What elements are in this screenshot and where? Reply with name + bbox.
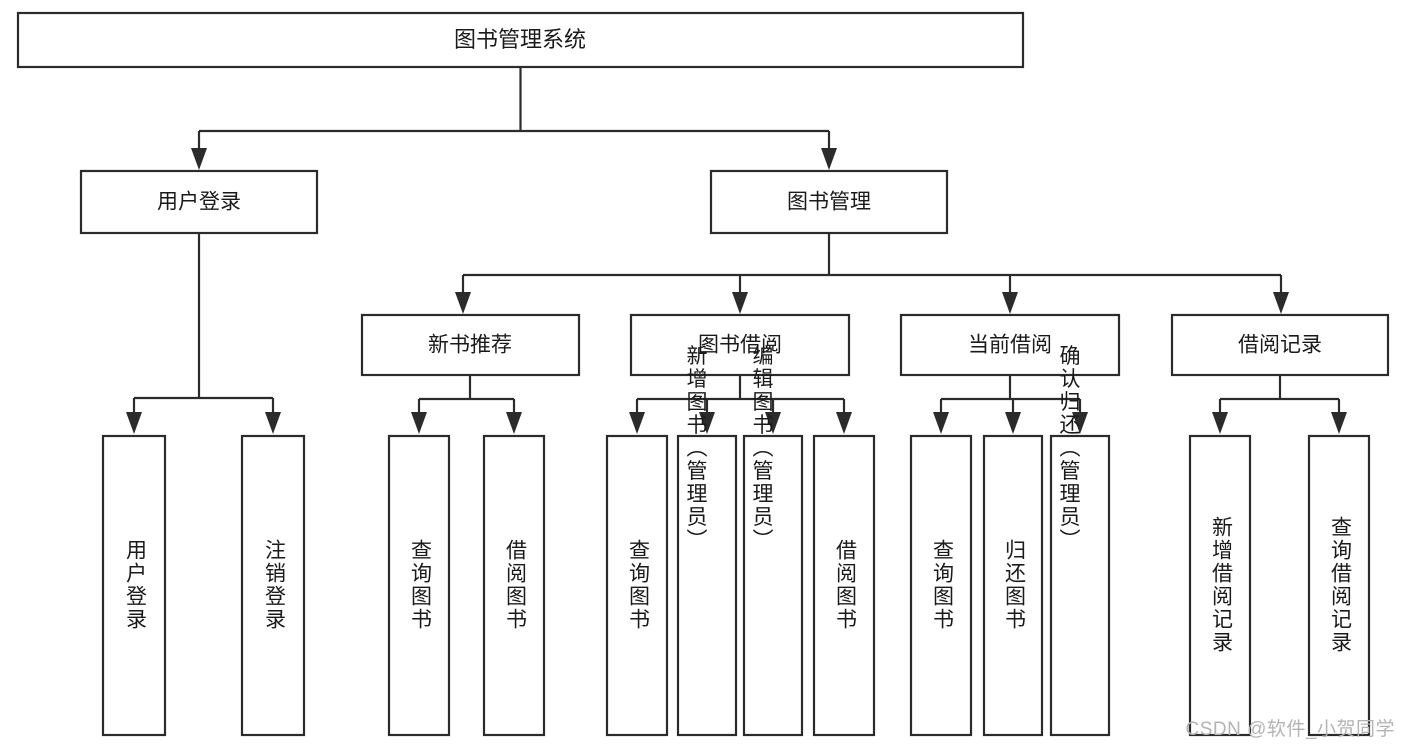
leaf-query-book-current-label: 查询图书 (930, 539, 954, 631)
node-user-login-box (79, 169, 319, 235)
leaf-borrow-book-label: 借阅图书 (833, 539, 857, 631)
arrow-root-to-user-login (191, 148, 207, 170)
node-book-management-label: 图书管理 (787, 191, 871, 214)
arrow-bookmgmt-to-newbook (455, 292, 471, 314)
node-current-borrow-box (899, 313, 1121, 377)
leaf-add-borrow-record[interactable]: 新增借阅记录 (1188, 434, 1252, 737)
node-book-management[interactable]: 图书管理 (709, 169, 949, 235)
arrow-current-to-leaf1 (933, 412, 949, 434)
leaf-user-login-label: 用户登录 (123, 539, 147, 631)
connector-group-root (191, 67, 837, 170)
leaf-add-book-admin[interactable]: 新增图书（管理员） (676, 345, 738, 737)
leaf-add-book-admin-label: 新增图书（管理员） (684, 345, 708, 552)
leaf-borrow-book-newbook-box (482, 434, 546, 737)
leaf-logout-box (240, 434, 306, 737)
leaf-return-book-box (982, 434, 1044, 737)
leaf-edit-book-admin-box (742, 434, 804, 737)
node-user-login[interactable]: 用户登录 (79, 169, 319, 235)
leaf-confirm-return-admin-box (1049, 434, 1111, 737)
leaf-return-book-label: 归还图书 (1002, 539, 1026, 631)
arrow-borrow-to-leaf2 (699, 412, 715, 434)
node-new-book-recommend-box (360, 313, 581, 377)
node-borrow-records-box (1170, 313, 1390, 377)
leaf-user-login[interactable]: 用户登录 (101, 434, 167, 737)
node-book-borrow[interactable]: 图书借阅 (629, 313, 851, 377)
leaf-query-book-current-box (909, 434, 973, 737)
arrow-userlogin-to-leaf2 (265, 412, 281, 434)
arrow-borrow-to-leaf1 (629, 412, 645, 434)
leaf-borrow-book[interactable]: 借阅图书 (812, 434, 876, 737)
connector-group-book-mgmt (455, 233, 1289, 314)
connector-group-current-borrow (933, 375, 1088, 434)
leaf-logout-label: 注销登录 (262, 539, 286, 631)
node-user-login-label: 用户登录 (157, 191, 241, 214)
node-book-borrow-label: 图书借阅 (698, 334, 782, 357)
leaf-borrow-book-newbook-label: 借阅图书 (503, 539, 527, 631)
arrow-records-to-leaf1 (1212, 412, 1228, 434)
leaf-query-book-current[interactable]: 查询图书 (909, 434, 973, 737)
arrow-records-to-leaf2 (1331, 412, 1347, 434)
arrow-root-to-book-mgmt (821, 148, 837, 170)
arrow-borrow-to-leaf3 (765, 412, 781, 434)
connector-group-user-login (126, 233, 281, 434)
arrow-userlogin-to-leaf1 (126, 412, 142, 434)
leaf-logout[interactable]: 注销登录 (240, 434, 306, 737)
node-new-book-recommend[interactable]: 新书推荐 (360, 313, 581, 377)
leaf-query-book-borrow[interactable]: 查询图书 (605, 434, 669, 737)
leaf-add-book-admin-box (676, 434, 738, 737)
leaf-query-book-newbook-label: 查询图书 (408, 539, 432, 631)
leaf-user-login-box (101, 434, 167, 737)
arrow-bookmgmt-to-borrow (732, 292, 748, 314)
leaf-query-borrow-record[interactable]: 查询借阅记录 (1307, 434, 1371, 737)
node-root-system-label: 图书管理系统 (454, 27, 586, 52)
arrow-newbook-to-leaf1 (411, 412, 427, 434)
leaf-edit-book-admin[interactable]: 编辑图书（管理员） (742, 345, 804, 737)
leaf-query-borrow-record-label: 查询借阅记录 (1328, 516, 1352, 654)
node-book-borrow-box (629, 313, 851, 377)
arrow-current-to-leaf2 (1005, 412, 1021, 434)
arrow-bookmgmt-to-records (1273, 292, 1289, 314)
arrow-current-to-leaf3 (1072, 412, 1088, 434)
leaf-edit-book-admin-label: 编辑图书（管理员） (750, 345, 774, 552)
arrow-bookmgmt-to-current (1002, 292, 1018, 314)
node-root-system-box (16, 11, 1025, 69)
leaf-add-borrow-record-label: 新增借阅记录 (1209, 516, 1233, 654)
node-book-management-box (709, 169, 949, 235)
leaf-borrow-book-box (812, 434, 876, 737)
node-current-borrow[interactable]: 当前借阅 (899, 313, 1121, 377)
leaf-query-book-newbook-box (387, 434, 451, 737)
leaf-confirm-return-admin-label: 确认归还（管理员） (1057, 345, 1081, 552)
leaf-query-borrow-record-box (1307, 434, 1371, 737)
arrow-newbook-to-leaf2 (506, 412, 522, 434)
node-root-system[interactable]: 图书管理系统 (16, 11, 1025, 69)
leaf-return-book[interactable]: 归还图书 (982, 434, 1044, 737)
leaf-borrow-book-newbook[interactable]: 借阅图书 (482, 434, 546, 737)
connector-group-new-book (411, 375, 522, 434)
node-borrow-records[interactable]: 借阅记录 (1170, 313, 1390, 377)
leaf-confirm-return-admin[interactable]: 确认归还（管理员） (1049, 345, 1111, 737)
leaf-query-book-borrow-box (605, 434, 669, 737)
leaf-add-borrow-record-box (1188, 434, 1252, 737)
node-new-book-recommend-label: 新书推荐 (428, 334, 512, 357)
node-current-borrow-label: 当前借阅 (968, 334, 1052, 357)
connector-group-book-borrow (629, 375, 852, 434)
leaf-query-book-newbook[interactable]: 查询图书 (387, 434, 451, 737)
csdn-watermark: CSDN @软件_小贺同学 (1185, 719, 1395, 740)
connector-group-borrow-records (1212, 375, 1347, 434)
node-borrow-records-label: 借阅记录 (1238, 334, 1322, 357)
arrow-borrow-to-leaf4 (836, 412, 852, 434)
leaf-query-book-borrow-label: 查询图书 (626, 539, 650, 631)
